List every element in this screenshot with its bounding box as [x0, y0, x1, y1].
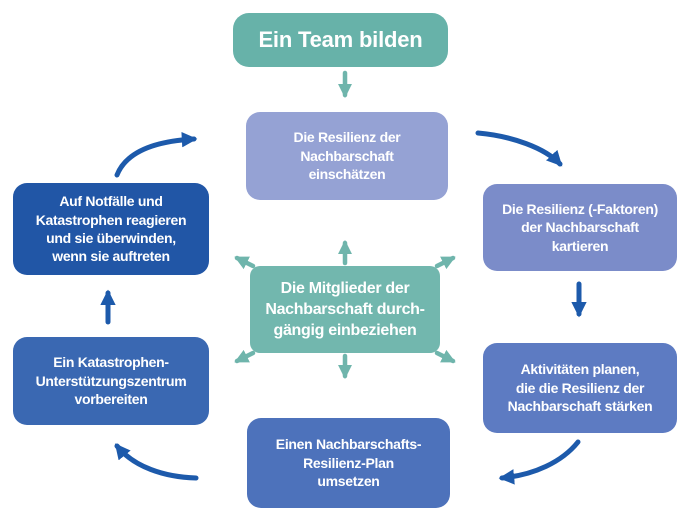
node-prepare-support-hub: Ein Katastrophen- Unterstützungszentrum …: [13, 337, 209, 425]
arrow-assess-to-map: [475, 130, 563, 167]
node-respond-recover: Auf Notfälle und Katastrophen reagieren …: [13, 183, 209, 275]
node-assess-resilience: Die Resilienz der Nachbarschaft einschät…: [246, 112, 448, 200]
center-arrow-up-right: [434, 255, 456, 270]
center-arrow-down-right: [434, 349, 456, 364]
node-engage-members: Die Mitglieder der Nachbarschaft durch- …: [250, 266, 440, 353]
arrow-plan-to-implement: [498, 439, 581, 485]
arrow-implement-to-prepare: [114, 443, 199, 481]
node-team-building: Ein Team bilden: [233, 13, 448, 67]
node-map-resilience-factors: Die Resilienz (-Faktoren) der Nachbarsch…: [483, 184, 677, 271]
center-arrow-down-left: [234, 349, 256, 364]
node-plan-activities: Aktivitäten planen, die die Resilienz de…: [483, 343, 677, 433]
arrow-respond-to-assess: [114, 131, 198, 178]
node-implement-plan: Einen Nachbarschafts- Resilienz-Plan ums…: [247, 418, 450, 508]
center-arrow-up-left: [234, 255, 256, 270]
